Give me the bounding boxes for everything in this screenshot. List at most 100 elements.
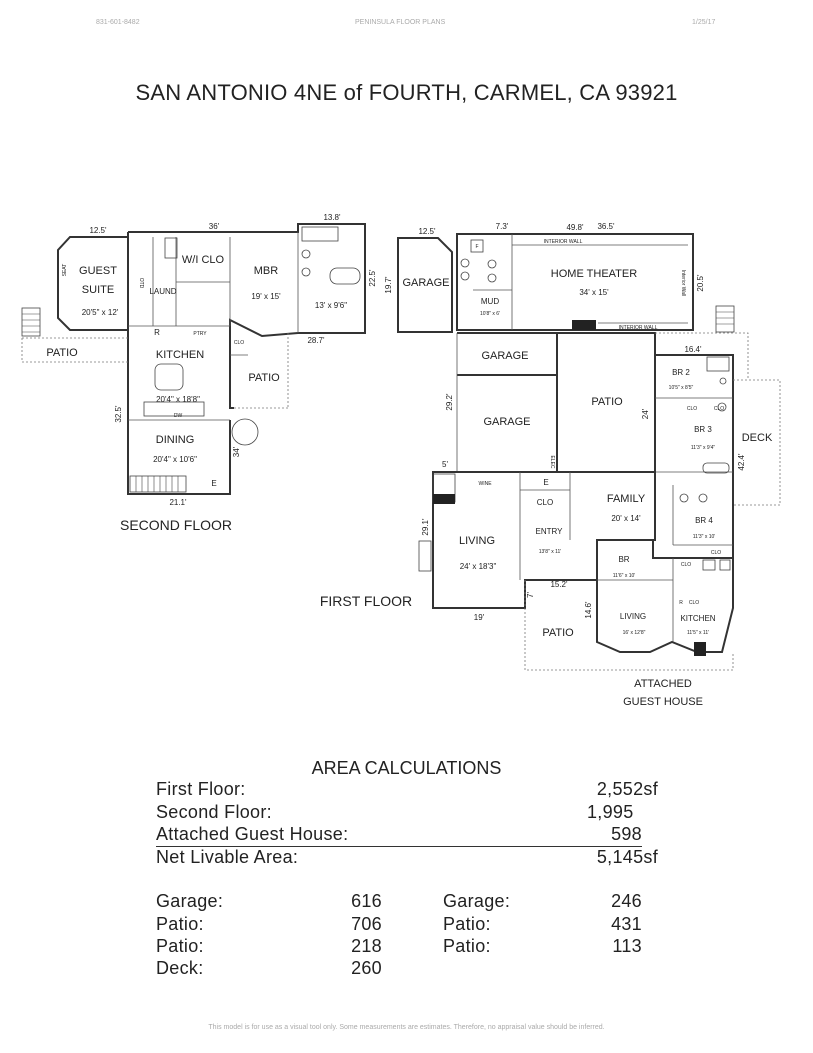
area-label: Deck: [156,958,204,978]
room-label: MBR [254,265,279,277]
toilet-fixture [698,493,708,503]
area-value: 616 [351,891,382,911]
dimension: 34' [232,446,241,457]
room-label: GARAGE [481,350,528,362]
vanity-fixture [706,356,730,372]
area-value: 5,145sf [596,847,658,867]
area-label: First Floor: [156,779,246,799]
area-value: 246 [611,891,642,911]
sink-fixture [719,377,727,385]
counter-fixture [143,401,205,417]
room-size: 11'6" x 10' [613,573,636,579]
room-size: 11'3" x 9'4" [691,445,715,451]
spiral-stair-icon [231,418,259,446]
room-size: 11'5" x 11' [687,630,709,636]
room-label: BR 2 [672,368,690,377]
dimension: 12.5' [418,227,436,236]
room-size: 19' x 15' [251,292,281,301]
vanity-fixture [301,226,339,242]
room-label: GARAGE [483,416,530,428]
gh-fixture [702,559,716,571]
dimension: 29.2' [445,393,454,411]
dimension: 24' [641,408,650,419]
room-size: 10'5" x 8'5" [669,385,694,391]
footer-disclaimer: This model is for use as a visual tool o… [208,1024,605,1031]
right-stair-icon [715,305,735,333]
area-value: 598 [611,824,642,844]
kitchen-dining-walls [127,232,231,495]
island-fixture [154,363,184,391]
room-label: PTRY [193,331,207,337]
area-divider [156,846,642,847]
main-body-walls [128,223,366,409]
room-label: LAUND [149,287,176,296]
toilet-fixture [487,273,497,283]
room-label: KITCHEN [156,349,204,361]
room-label: MUD [481,297,499,306]
room-label: OTD [138,278,144,289]
room-label: LIVING [459,535,495,547]
sink-fixture [301,249,311,259]
area-label: Net Livable Area: [156,847,299,867]
appliance-icon [460,258,470,268]
area-title: AREA CALCULATIONS [311,758,502,778]
room-label: INTERIOR WALL [619,325,658,331]
room-label: E [211,479,216,488]
area-value: 431 [611,914,642,934]
dimension: 28.7' [307,336,325,345]
room-label: BR 3 [694,425,712,434]
left-patio-outline [21,337,128,363]
room-size: 24' x 18'3" [460,562,497,571]
dimension: 36' [209,222,220,231]
dimension: 7.3' [496,222,509,231]
tub-fixture [329,267,361,285]
dimension: 14.6' [584,601,593,619]
room-label: PATIO [591,396,623,408]
dimension: 29.1' [421,518,430,536]
room-label: F [475,244,478,250]
floor-label: FIRST FLOOR [320,593,412,609]
room-label: PATIO [248,372,280,384]
stair-hatch [129,475,187,493]
area-value: 1,995 [587,802,634,822]
area-value: 113 [612,936,642,956]
toilet-fixture [717,402,727,412]
gh-fixture [719,559,731,571]
area-label: Garage: [443,891,511,911]
stair-fixture [164,237,178,259]
dimension: 49.8' [566,223,584,232]
tub-fixture [702,462,730,474]
dimension: 12.5' [89,226,107,235]
room-size: 34' x 15' [579,288,609,297]
area-label: Attached Guest House: [156,824,349,844]
dimension: 19' [474,613,485,622]
area-label: Garage: [156,891,224,911]
room-size: 16' x 12'8" [623,630,646,636]
sink-fixture [487,259,497,269]
f-box [470,239,484,253]
theater-stair [572,320,596,330]
room-label: DINING [156,434,195,446]
room-label: LIVING [620,612,646,621]
dimension: 36.5' [597,222,615,231]
floor-plan-diagram: GUEST SUITE 20'5" x 12' SEAT OTD LAUND W… [21,213,781,708]
room-label: DW [174,413,183,419]
dimension: 5' [442,460,448,469]
room-label: BR [618,555,629,564]
first-floor-plan: GARAGE HOME THEATER 34' x 15' MUD 10'8" … [320,222,781,708]
room-label: GUEST HOUSE [623,696,703,708]
guest-house-walls [596,539,734,653]
stair-dark [433,494,455,504]
dimension: 15.2' [550,580,568,589]
second-floor-plan: GUEST SUITE 20'5" x 12' SEAT OTD LAUND W… [21,213,377,533]
gh-stair [694,642,706,656]
area-value: 2,552sf [596,779,658,799]
dimension: 13.8' [323,213,341,222]
room-label: W/I CLO [182,254,225,266]
room-label: KITCHEN [680,614,715,623]
area-label: Second Floor: [156,802,272,822]
room-size: 10'8" x 6' [480,311,500,317]
header-date: 1/25/17 [692,19,716,26]
floor-label: SECOND FLOOR [120,517,232,533]
room-label: BR 4 [695,516,713,525]
